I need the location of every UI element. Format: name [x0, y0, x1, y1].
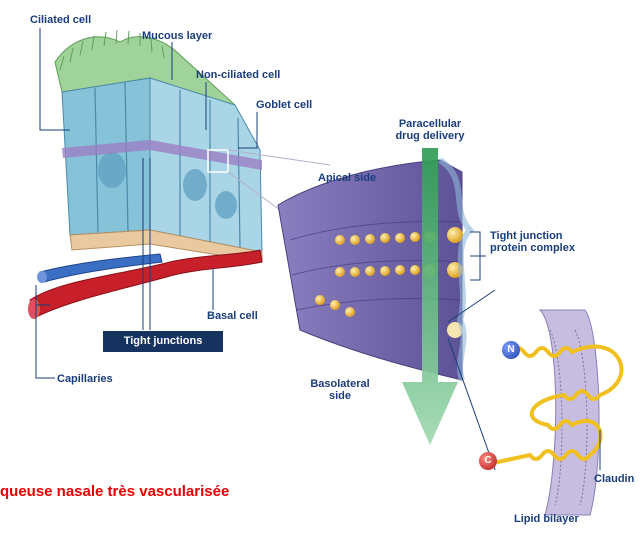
- c-terminus-marker: C: [479, 452, 497, 470]
- label-basal-cell: Basal cell: [207, 310, 258, 322]
- label-tight-junctions: Tight junctions: [103, 331, 223, 352]
- nucleus: [215, 191, 237, 219]
- label-tj-complex-line1: Tight junction: [490, 230, 575, 242]
- caption-text: queuse nasale très vascularisée: [0, 483, 229, 500]
- label-mucous-layer: Mucous layer: [142, 30, 212, 42]
- label-basolateral-side: Basolateral side: [300, 378, 380, 402]
- label-paracellular-line2: drug delivery: [380, 130, 480, 142]
- label-basolateral-line1: Basolateral: [300, 378, 380, 390]
- n-terminus-marker: N: [502, 341, 520, 359]
- label-capillaries: Capillaries: [57, 373, 113, 385]
- label-ciliated-cell: Ciliated cell: [30, 14, 91, 26]
- label-paracellular-line1: Paracellular: [380, 118, 480, 130]
- label-lipid-bilayer: Lipid bilayer: [514, 513, 579, 525]
- label-tight-junction-protein-complex: Tight junction protein complex: [490, 230, 575, 254]
- capillaries-shape: [28, 250, 262, 319]
- membrane-zoom: [278, 160, 470, 380]
- nucleus: [98, 152, 126, 188]
- label-apical-side: Apical side: [318, 172, 376, 184]
- lipid-bilayer-shape: [540, 310, 599, 515]
- epithelium-block: [55, 30, 262, 262]
- label-claudin: Claudin: [594, 473, 634, 485]
- label-paracellular-drug-delivery: Paracellular drug delivery: [380, 118, 480, 142]
- nucleus: [183, 169, 207, 201]
- label-goblet-cell: Goblet cell: [256, 99, 312, 111]
- label-non-ciliated-cell: Non-ciliated cell: [196, 69, 280, 81]
- label-basolateral-line2: side: [300, 390, 380, 402]
- label-tj-complex-line2: protein complex: [490, 242, 575, 254]
